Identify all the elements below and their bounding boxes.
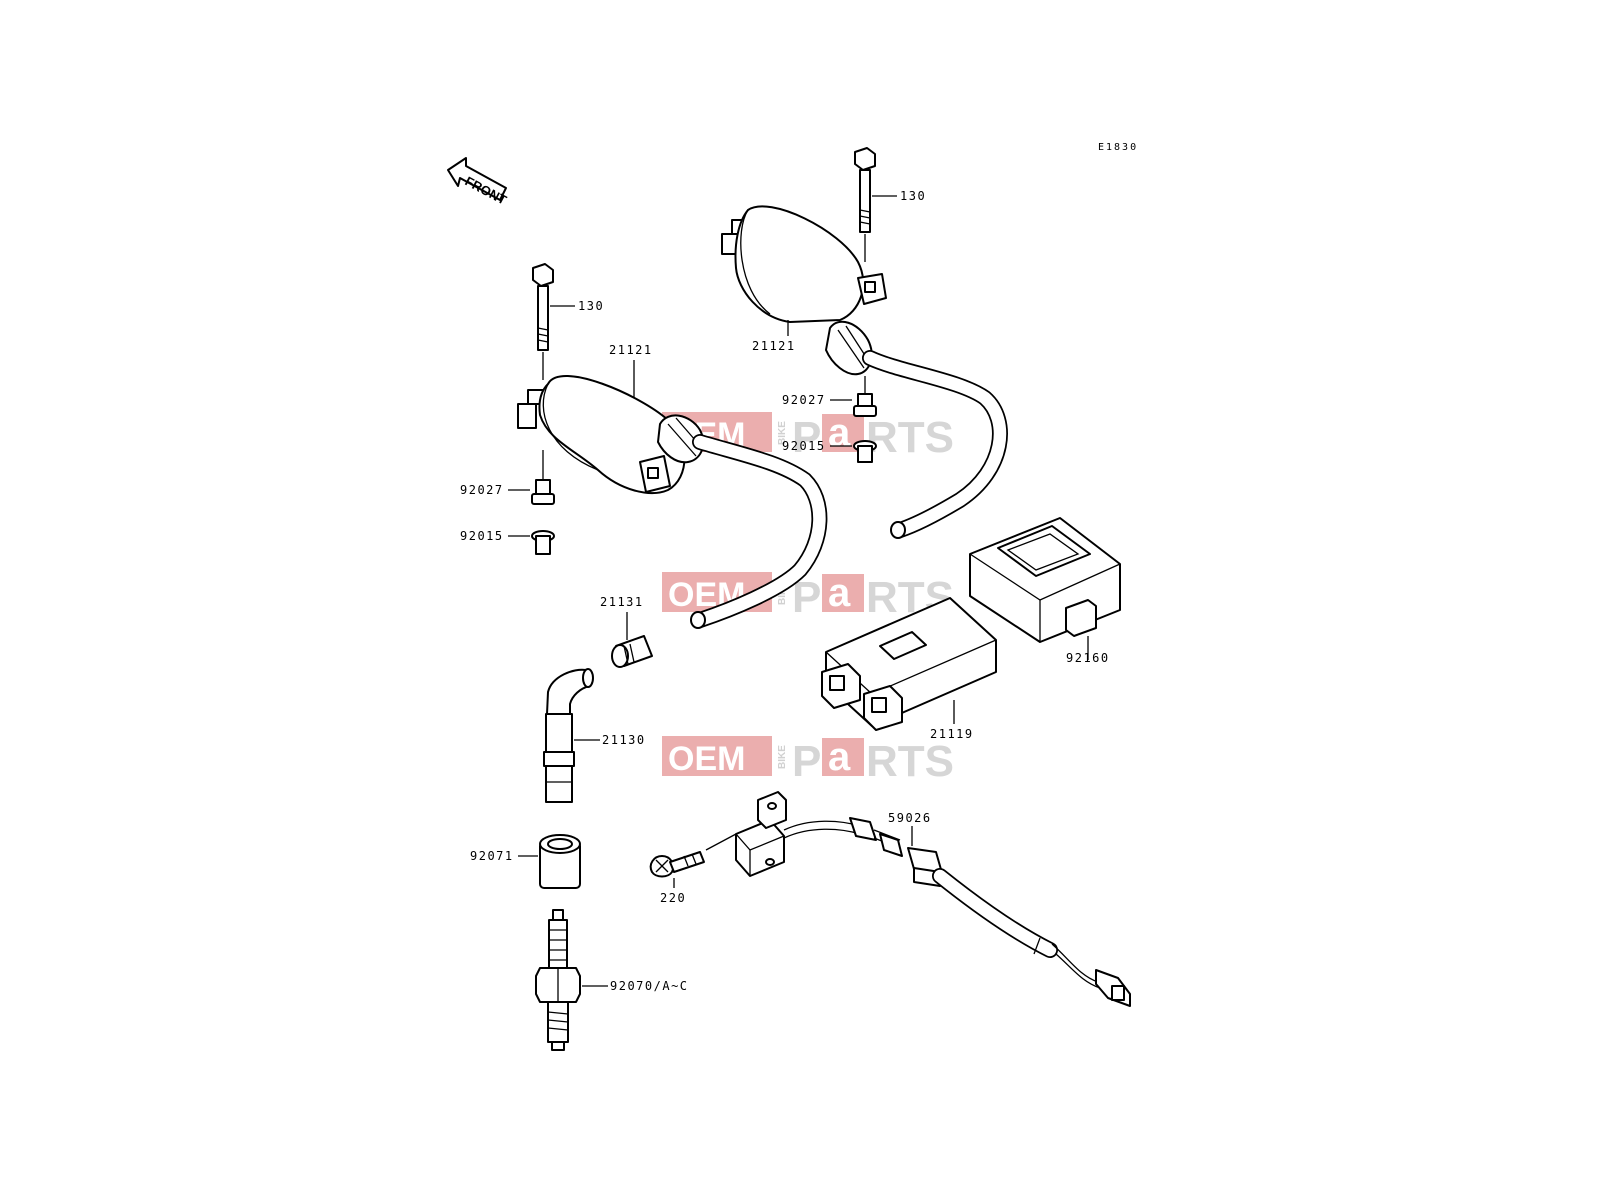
seal: 21131 [600,595,653,668]
svg-text:OEM: OEM [668,740,745,778]
bush-left: 92015 [460,529,555,555]
screw: 220 [649,833,737,905]
collar-top: 92027 [782,376,877,417]
watermark-1: OEM BIKE P a RTS [662,411,954,462]
callout-bush-top: 92015 [782,439,826,453]
callout-bolt-top: 130 [900,189,926,203]
spark-plug: 92070/A~C [535,909,689,1051]
svg-text:RTS: RTS [866,413,954,462]
callout-igniter-cover: 92160 [1066,651,1110,665]
callout-plug-cap: 21130 [602,733,646,747]
callout-coil-left: 21121 [609,343,653,357]
callout-bush-left: 92015 [460,529,504,543]
bolt-left: 130 [532,263,604,380]
callout-coil-top: 21121 [752,339,796,353]
plug-cap: 21130 [543,668,646,803]
svg-text:BIKE: BIKE [777,745,788,769]
collar-left: 92027 [460,450,555,505]
diagram-code: E1830 [1098,142,1138,153]
svg-text:a: a [828,735,851,779]
callout-collar-top: 92027 [782,393,826,407]
svg-text:RTS: RTS [866,737,954,786]
callout-collar-left: 92027 [460,483,504,497]
svg-text:P: P [792,413,821,462]
bolt-top: 130 [854,147,926,262]
svg-text:BIKE: BIKE [777,421,788,445]
callout-cap-boot: 92071 [470,849,514,863]
callout-seal: 21131 [600,595,644,609]
igniter: 21119 [821,597,997,741]
watermark-3: OEM BIKE P a RTS [662,735,954,786]
callout-spark-plug: 92070/A~C [610,979,689,993]
ignition-coil-top: 21121 [721,205,1008,539]
cap-boot: 92071 [470,834,581,889]
callout-pickup-coil: 59026 [888,811,932,825]
callout-screw: 220 [660,891,686,905]
pickup-coil: 220 59026 [649,791,1131,1007]
ignition-coil-left: 21121 [517,343,828,629]
callout-bolt-left: 130 [578,299,604,313]
svg-text:P: P [792,737,821,786]
svg-text:BIKE: BIKE [777,581,788,605]
svg-text:a: a [828,411,851,455]
callout-igniter: 21119 [930,727,974,741]
svg-text:a: a [828,571,851,615]
igniter-cover: 92160 [969,517,1121,665]
front-arrow-icon: FRONT [447,157,509,208]
bush-top: 92015 [782,439,877,463]
